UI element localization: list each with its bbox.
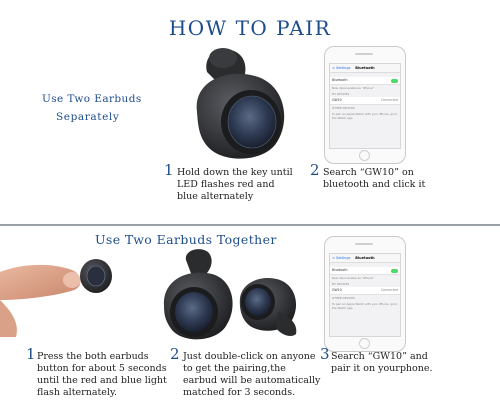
finger-pressing-earbud-image	[0, 259, 112, 337]
step-line: button for about 5 seconds	[37, 363, 167, 374]
earbud-single-image	[196, 48, 285, 159]
section1-caption-line2: Separately	[56, 111, 120, 123]
device-status: Connected	[380, 288, 398, 292]
step-line: to get the pairing,the	[183, 363, 286, 374]
section1-step2-text: Search “GW10” on bluetooth and click it	[323, 167, 425, 191]
bluetooth-toggle[interactable]	[391, 268, 398, 273]
device-name: GW10	[332, 98, 342, 102]
home-button	[359, 338, 370, 349]
step-line: flash alternately.	[37, 387, 118, 398]
home-button	[359, 150, 370, 161]
back-link[interactable]: < Settings	[332, 256, 351, 260]
screen-header: < Settings Bluetooth	[330, 254, 400, 263]
device-status: Connected	[380, 98, 398, 102]
footnote-text: To pair an Apple Watch with your iPhone,…	[332, 302, 398, 310]
bluetooth-toggle[interactable]	[391, 78, 398, 83]
section1-step2-number: 2	[310, 161, 320, 179]
step-line: earbud will be automatically	[183, 375, 321, 386]
phone-speaker	[355, 53, 373, 55]
section1-step1-text: Hold down the key until LED flashes red …	[177, 167, 293, 203]
back-link[interactable]: < Settings	[332, 66, 351, 70]
section2-step1-number: 1	[26, 345, 36, 363]
phone-speaker	[355, 243, 373, 245]
bluetooth-label: Bluetooth	[332, 78, 348, 82]
section2-step2-number: 2	[170, 345, 180, 363]
bluetooth-settings-screen: < Settings Bluetooth Bluetooth Now disco…	[329, 63, 401, 149]
bluetooth-toggle-row[interactable]: Bluetooth	[330, 77, 400, 85]
step-line: Hold down the key until	[177, 167, 293, 178]
step-line: until the red and blue light	[37, 375, 167, 386]
screen-header: < Settings Bluetooth	[330, 64, 400, 73]
step-line: Just double-click on anyone	[183, 351, 316, 362]
device-name: GW10	[332, 288, 342, 292]
other-devices-heading: OTHER DEVICES	[332, 296, 355, 300]
section1-step1-number: 1	[164, 161, 174, 179]
device-row-gw10[interactable]: GW10 Connected	[330, 287, 400, 295]
discoverable-text: Now discoverable as “iPhone”	[332, 276, 375, 280]
discoverable-text: Now discoverable as “iPhone”	[332, 86, 375, 90]
phone-mockup: < Settings Bluetooth Bluetooth Now disco…	[324, 236, 406, 352]
screen-title: Bluetooth	[355, 66, 375, 70]
other-devices-heading: OTHER DEVICES	[332, 106, 355, 110]
section2-step3-number: 3	[320, 345, 330, 363]
step-line: pair it on yourphone.	[331, 363, 433, 374]
bluetooth-toggle-row[interactable]: Bluetooth	[330, 267, 400, 275]
page-title: HOW TO PAIR	[168, 16, 332, 40]
section1-caption-line1: Use Two Earbuds	[42, 93, 142, 105]
step-line: LED flashes red and	[177, 179, 275, 190]
section2-heading: Use Two Earbuds Together	[95, 232, 277, 247]
phone-mockup: < Settings Bluetooth Bluetooth Now disco…	[324, 46, 406, 164]
section2-step3-text: Search “GW10” and pair it on yourphone.	[331, 351, 433, 375]
step-line: matched for 3 seconds.	[183, 387, 296, 398]
step-line: Search “GW10” on	[323, 167, 414, 178]
section2-step1-text: Press the both earbuds button for about …	[37, 351, 167, 399]
my-devices-heading: MY DEVICES	[332, 282, 350, 286]
step-line: bluetooth and click it	[323, 179, 426, 190]
bluetooth-label: Bluetooth	[332, 268, 348, 272]
section2-step2-text: Just double-click on anyone to get the p…	[183, 351, 320, 399]
device-row-gw10[interactable]: GW10 Connected	[330, 97, 400, 105]
earbuds-pair-image	[163, 249, 297, 340]
my-devices-heading: MY DEVICES	[332, 92, 350, 96]
bluetooth-settings-screen: < Settings Bluetooth Bluetooth Now disco…	[329, 253, 401, 337]
step-line: blue alternately	[177, 191, 254, 202]
footnote-text: To pair an Apple Watch with your iPhone,…	[332, 112, 398, 120]
step-line: Search “GW10” and	[331, 351, 428, 362]
section-divider	[0, 224, 500, 226]
step-line: Press the both earbuds	[37, 351, 149, 362]
screen-title: Bluetooth	[355, 256, 375, 260]
